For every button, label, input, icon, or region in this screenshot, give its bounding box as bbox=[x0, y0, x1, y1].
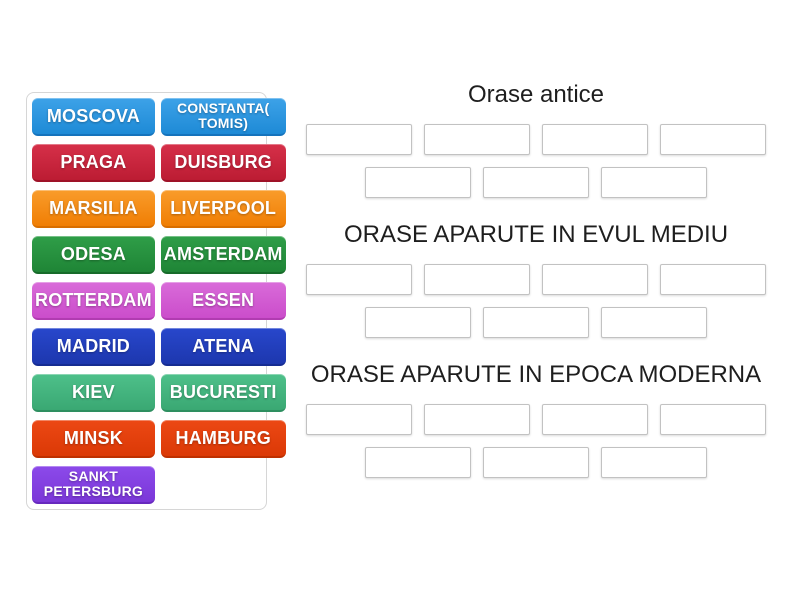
drop-slot[interactable] bbox=[660, 264, 766, 295]
tile-marsilia[interactable]: MARSILIA bbox=[32, 190, 155, 228]
drop-slot[interactable] bbox=[306, 124, 412, 155]
tile-moscova[interactable]: MOSCOVA bbox=[32, 98, 155, 136]
drop-slot[interactable] bbox=[306, 404, 412, 435]
tile-madrid[interactable]: MADRID bbox=[32, 328, 155, 366]
tile-rotterdam[interactable]: ROTTERDAM bbox=[32, 282, 155, 320]
drop-slot[interactable] bbox=[365, 307, 471, 338]
tile-kiev[interactable]: KIEV bbox=[32, 374, 155, 412]
tile-liverpool[interactable]: LIVERPOOL bbox=[160, 190, 286, 228]
tile-praga[interactable]: PRAGA bbox=[32, 144, 155, 182]
drop-slot[interactable] bbox=[542, 124, 648, 155]
drop-slot[interactable] bbox=[601, 447, 707, 478]
tile-essen[interactable]: ESSEN bbox=[160, 282, 286, 320]
tile-odesa[interactable]: ODESA bbox=[32, 236, 155, 274]
category-title: ORASE APARUTE IN EPOCA MODERNA bbox=[310, 361, 762, 388]
slot-row bbox=[280, 124, 792, 155]
tile-bucuresti[interactable]: BUCURESTI bbox=[160, 374, 286, 412]
tile-atena[interactable]: ATENA bbox=[160, 328, 286, 366]
tile-minsk[interactable]: MINSK bbox=[32, 420, 155, 458]
drop-slot[interactable] bbox=[660, 404, 766, 435]
slot-row bbox=[280, 447, 792, 478]
drop-slot[interactable] bbox=[365, 447, 471, 478]
tile-duisburg[interactable]: DUISBURG bbox=[160, 144, 286, 182]
drop-slot[interactable] bbox=[424, 404, 530, 435]
category-title: ORASE APARUTE IN EVUL MEDIU bbox=[343, 221, 729, 248]
category-group-3: ORASE APARUTE IN EPOCA MODERNA bbox=[280, 358, 792, 478]
tile-hamburg[interactable]: HAMBURG bbox=[160, 420, 286, 458]
category-group-1: Orase antice bbox=[280, 78, 792, 198]
slot-row bbox=[280, 167, 792, 198]
slot-row bbox=[280, 404, 792, 435]
drop-slot[interactable] bbox=[601, 307, 707, 338]
drop-slot[interactable] bbox=[424, 124, 530, 155]
drop-slot[interactable] bbox=[660, 124, 766, 155]
drop-slot[interactable] bbox=[306, 264, 412, 295]
tile-amsterdam[interactable]: AMSTERDAM bbox=[160, 236, 286, 274]
drop-slot[interactable] bbox=[542, 264, 648, 295]
category-title: Orase antice bbox=[467, 81, 605, 108]
tile-constanta-tomis[interactable]: CONSTANTA( TOMIS) bbox=[160, 98, 286, 136]
slot-row bbox=[280, 307, 792, 338]
drop-slot[interactable] bbox=[483, 167, 589, 198]
slot-row bbox=[280, 264, 792, 295]
drop-slot[interactable] bbox=[424, 264, 530, 295]
drop-slot[interactable] bbox=[483, 307, 589, 338]
category-group-2: ORASE APARUTE IN EVUL MEDIU bbox=[280, 218, 792, 338]
drop-slot[interactable] bbox=[483, 447, 589, 478]
drop-slot[interactable] bbox=[365, 167, 471, 198]
drop-slot[interactable] bbox=[601, 167, 707, 198]
tile-sankt-petersburg[interactable]: SANKT PETERSBURG bbox=[32, 466, 155, 504]
drop-slot[interactable] bbox=[542, 404, 648, 435]
